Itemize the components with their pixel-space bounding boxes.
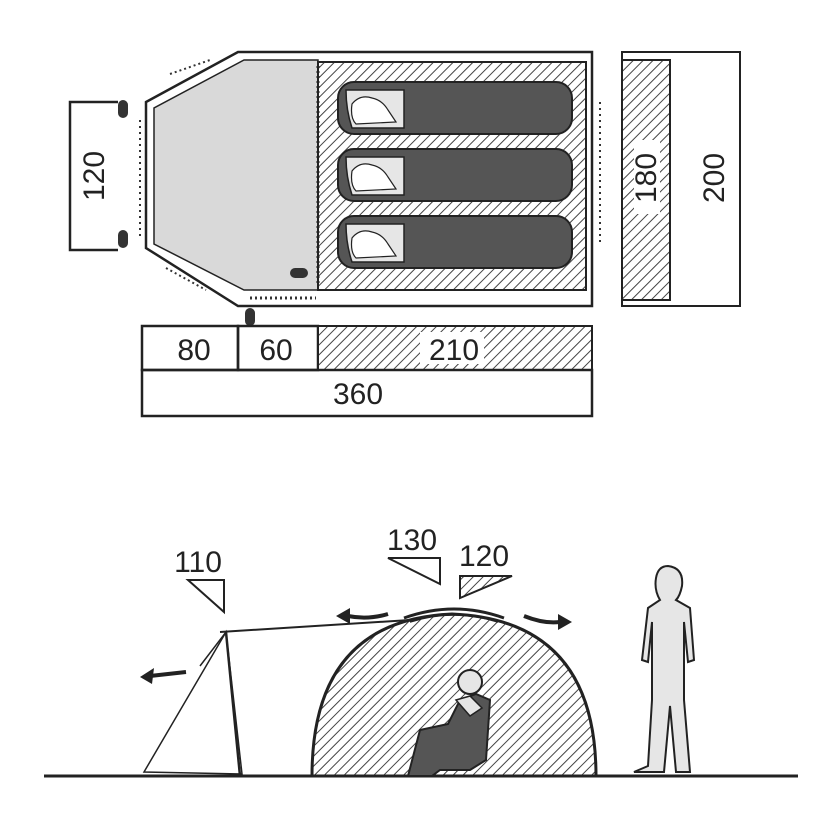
- front-pole-height-marker: [185, 579, 225, 615]
- awning-guy-line: [199, 631, 227, 667]
- inner-tent-height-marker: [459, 575, 513, 600]
- peg-icon: [118, 100, 128, 118]
- standing-person-icon: [633, 564, 696, 773]
- sleeper-head-icon: [350, 230, 398, 259]
- dome-peak-height-marker: [387, 557, 441, 586]
- front-pole-height-label: 110: [174, 546, 222, 579]
- peg-icon: [118, 230, 128, 248]
- floor-plan: 120 180 200 80 60 210 360: [68, 50, 741, 418]
- seated-person-icon: [406, 669, 492, 777]
- vestibule-length-label: 80: [177, 334, 210, 367]
- awning-width-label: 120: [78, 151, 111, 201]
- airflow-arrow-icon: [336, 608, 389, 624]
- sleeping-bag: [337, 148, 573, 202]
- dome-peak-height-label: 130: [387, 524, 437, 557]
- total-width-block: [621, 51, 741, 307]
- dome-tent: [310, 612, 598, 778]
- bedroom-length-label: 210: [429, 334, 479, 367]
- airflow-arrow-icon: [523, 614, 572, 630]
- total-length-block: [140, 368, 594, 418]
- awning-width-bracket: [68, 100, 118, 252]
- vestibule-floor: [153, 59, 319, 291]
- sleeping-bag: [337, 81, 573, 135]
- sleeping-bag: [337, 215, 573, 269]
- peg-icon: [290, 268, 308, 278]
- awning-ridge: [219, 619, 411, 633]
- front-pole: [224, 631, 242, 777]
- tent-footprint-outline: [144, 50, 594, 308]
- bedroom-width-label: 180: [630, 153, 663, 203]
- total-length-label: 360: [333, 378, 383, 411]
- dome-vent: [403, 607, 505, 620]
- guy-line-dots: [169, 59, 211, 75]
- side-view: 110 130 120: [44, 524, 798, 778]
- total-width-label: 200: [698, 153, 731, 203]
- guy-line-dots: [165, 267, 207, 291]
- airflow-arrow-icon: [140, 668, 187, 684]
- peg-icon: [245, 308, 255, 326]
- sleeper-head-icon: [350, 96, 398, 125]
- sleeper-head-icon: [350, 163, 398, 192]
- inner-tent-height-label: 120: [459, 540, 509, 573]
- porch-length-label: 60: [259, 334, 292, 367]
